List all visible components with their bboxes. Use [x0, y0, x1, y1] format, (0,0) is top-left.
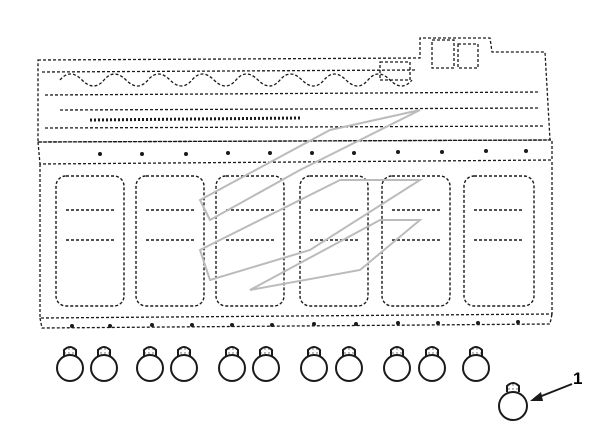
lower-block — [39, 160, 553, 329]
installed-plug — [252, 346, 280, 382]
loose-plug — [498, 382, 528, 421]
callout-arrowhead — [530, 392, 543, 401]
installed-plug — [383, 346, 411, 382]
installed-plug — [462, 346, 490, 382]
installed-plug — [335, 346, 363, 382]
gasket-rail — [37, 139, 553, 165]
installed-plug — [136, 346, 164, 382]
installed-plug — [300, 346, 328, 382]
installed-plug — [56, 346, 84, 382]
installed-plug — [170, 346, 198, 382]
installed-plug — [418, 346, 446, 382]
watermark-logo — [198, 109, 424, 291]
lower-bolt-holes — [70, 320, 520, 328]
installed-plug — [90, 346, 118, 382]
callout-label: 1 — [573, 369, 582, 388]
installed-plug — [218, 346, 246, 382]
upper-section — [37, 37, 551, 143]
rail-bolt-holes — [98, 149, 528, 156]
cylinder-pockets — [55, 175, 535, 307]
callout-1: 1 — [530, 369, 582, 401]
plug-row — [56, 346, 490, 382]
